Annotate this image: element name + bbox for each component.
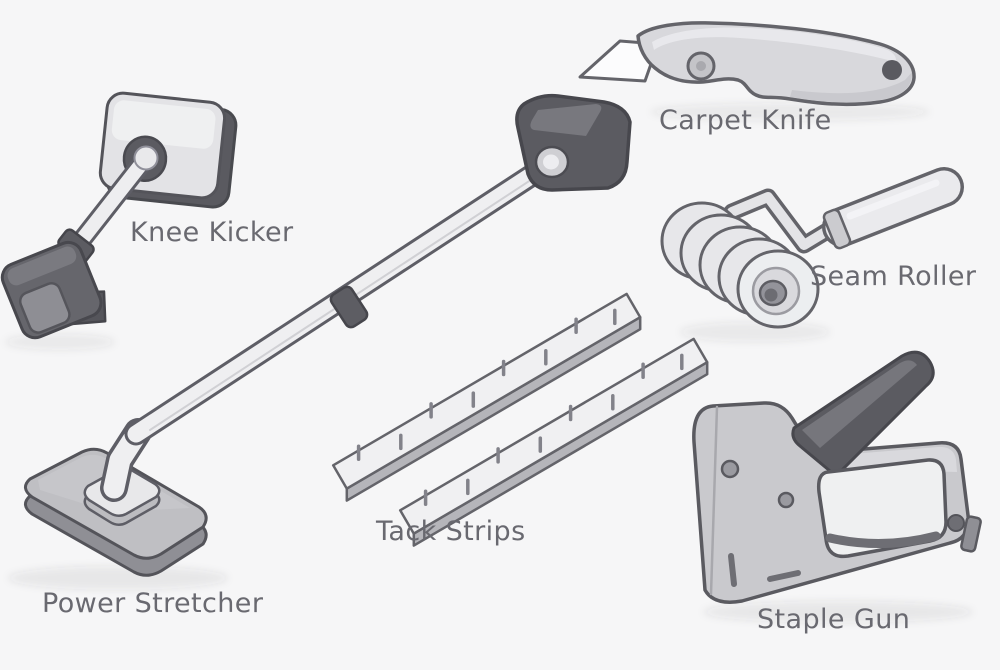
power-stretcher-illustration bbox=[24, 93, 632, 577]
staple-gun-rivet-2 bbox=[777, 491, 795, 509]
carpet-knife-illustration bbox=[578, 21, 916, 107]
tack-strip-1 bbox=[331, 292, 642, 502]
seam-roller-illustration bbox=[660, 167, 964, 329]
staple-gun-slot-vertical bbox=[728, 553, 737, 587]
staple-gun-illustration bbox=[692, 350, 982, 604]
tack-strips-label: Tack Strips bbox=[376, 516, 526, 547]
seam-roller-handle bbox=[822, 167, 964, 250]
staple-gun-rivet-1 bbox=[720, 459, 740, 479]
power-stretcher-head bbox=[515, 93, 632, 192]
carpet-knife-label: Carpet Knife bbox=[659, 105, 832, 136]
knee-kicker-label: Knee Kicker bbox=[130, 217, 294, 248]
seam-roller-drum bbox=[660, 201, 820, 329]
staple-gun-bevel-line bbox=[709, 405, 719, 596]
staple-gun-grip-hole bbox=[816, 458, 948, 559]
staple-gun-rivet-3 bbox=[947, 514, 965, 532]
staple-gun-slot-horizontal bbox=[767, 570, 801, 582]
staple-gun-label: Staple Gun bbox=[757, 604, 911, 635]
tack-strips-illustration bbox=[331, 292, 709, 547]
power-stretcher-collar bbox=[329, 285, 369, 329]
shadows bbox=[5, 103, 973, 623]
knee-kicker-illustration bbox=[0, 91, 238, 340]
staple-gun-bumper bbox=[960, 515, 982, 553]
carpet-knife-highlight bbox=[652, 27, 897, 62]
carpet-knife-pin bbox=[882, 60, 902, 80]
power-stretcher-label: Power Stretcher bbox=[42, 588, 264, 619]
seam-roller-label: Seam Roller bbox=[810, 261, 977, 292]
staple-gun-handle bbox=[791, 350, 935, 478]
tack-strip-2 bbox=[398, 337, 709, 547]
carpet-knife-shading bbox=[790, 72, 913, 103]
knee-kicker-tube bbox=[67, 145, 159, 256]
seam-roller-arm bbox=[723, 188, 841, 254]
knee-kicker-bumper bbox=[0, 240, 107, 340]
